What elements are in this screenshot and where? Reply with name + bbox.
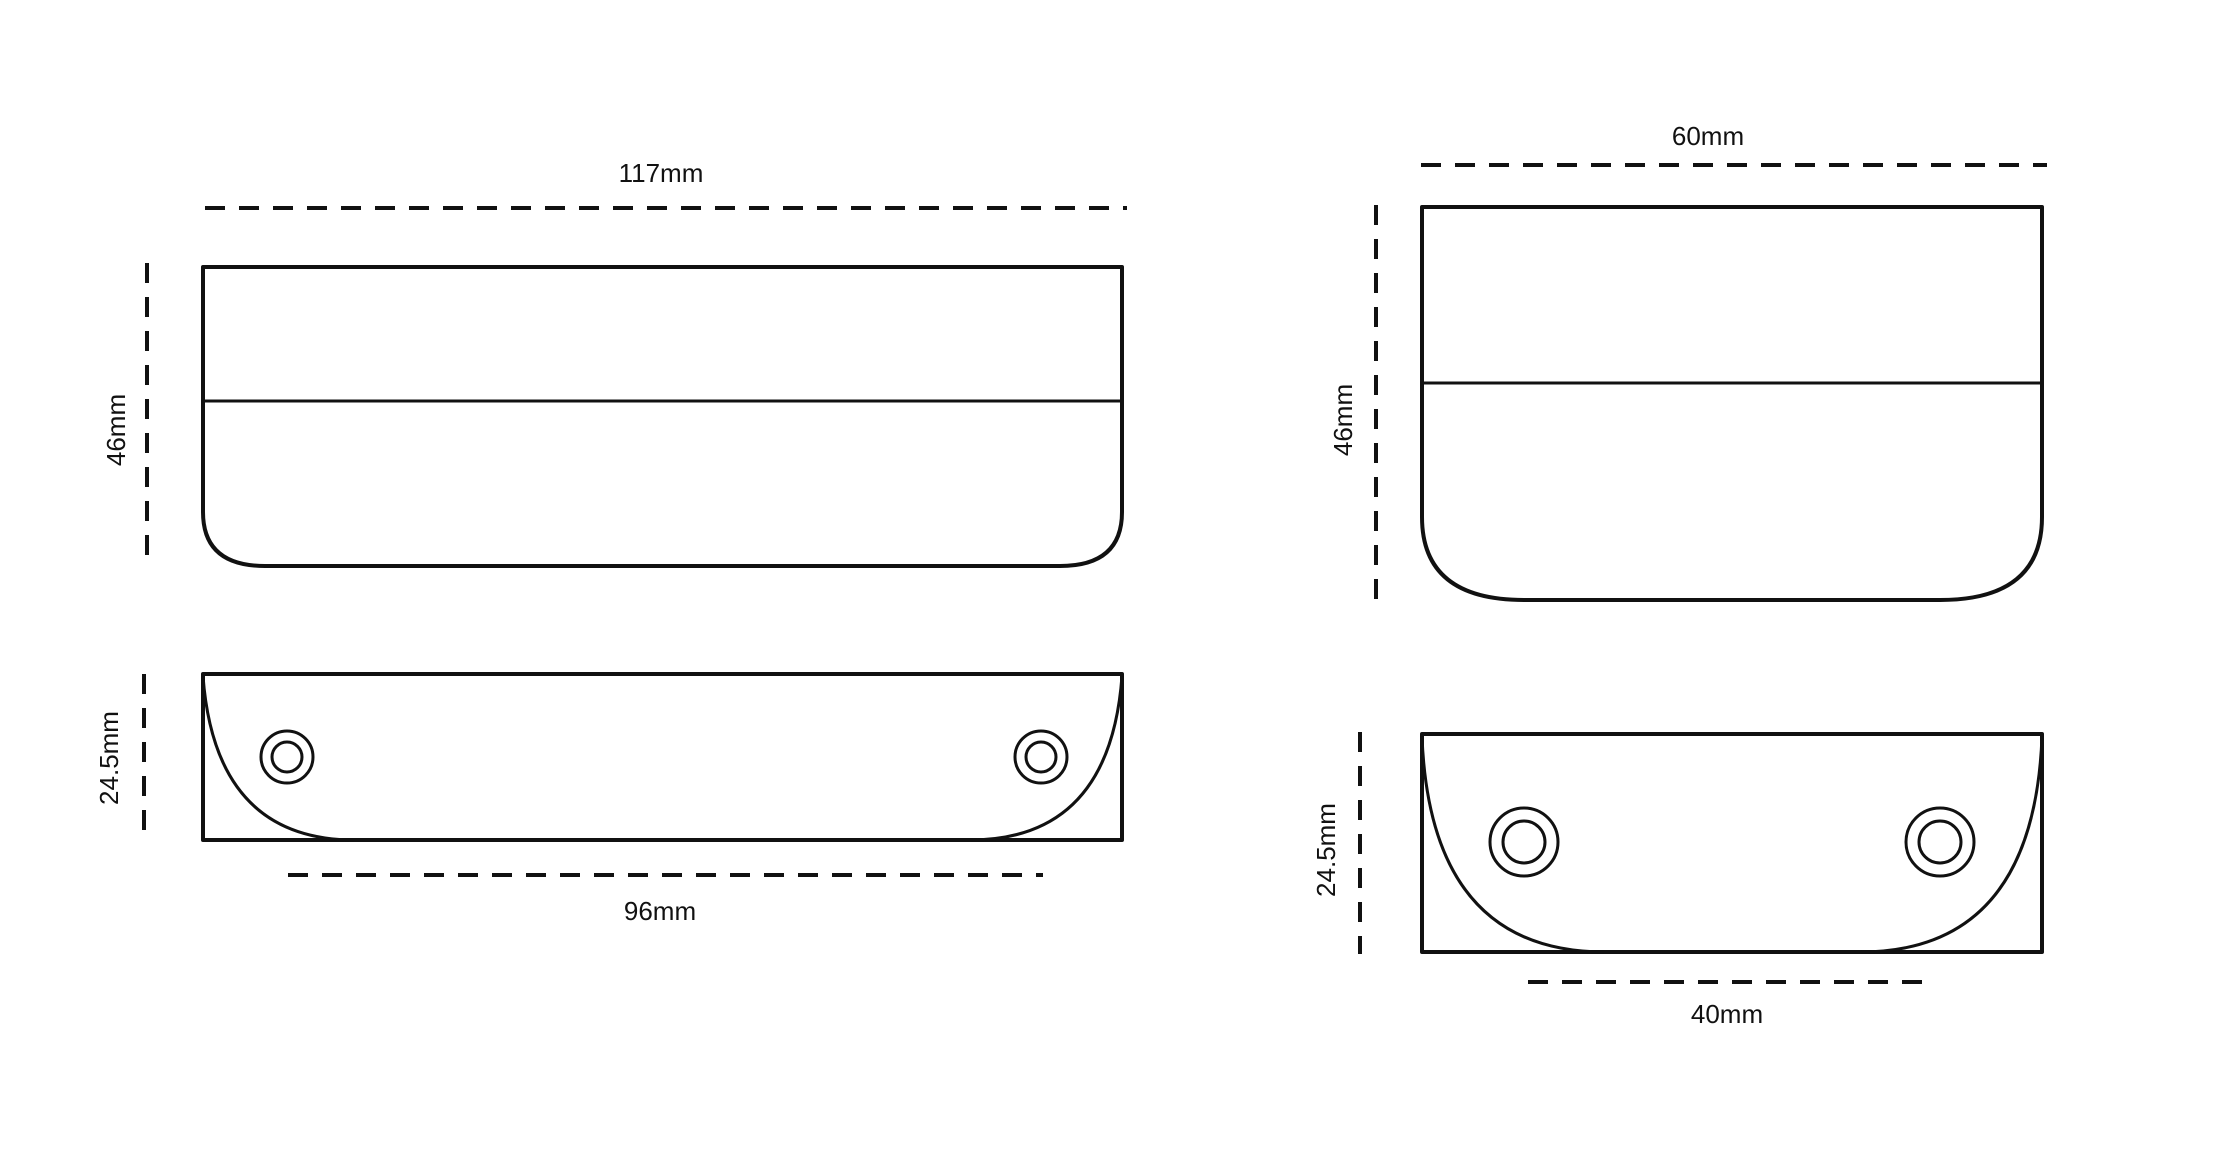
large-right-screw-hole-icon	[1013, 729, 1069, 785]
small-height-label: 46mm	[1328, 384, 1358, 456]
small-right-screw-hole-icon	[1904, 806, 1976, 878]
large-handle-group: 117mm 46mm 24.5mm 96mm	[94, 158, 1127, 926]
large-height-label: 46mm	[101, 394, 131, 466]
small-handle-group: 60mm 46mm 24.5mm 40mm	[1311, 121, 2047, 1029]
small-left-screw-hole-inner-icon	[1501, 819, 1547, 865]
large-top-view-left-curve	[201, 675, 356, 842]
large-left-screw-hole-inner-icon	[270, 740, 304, 774]
small-depth-label: 24.5mm	[1311, 803, 1341, 897]
large-hole-spacing-label: 96mm	[624, 896, 696, 926]
large-width-label: 117mm	[619, 158, 704, 188]
small-top-view-left-curve	[1420, 735, 1606, 954]
small-width-label: 60mm	[1672, 121, 1744, 151]
large-top-view-right-curve	[969, 675, 1124, 842]
small-top-view	[1420, 732, 2044, 954]
small-left-screw-hole-icon	[1488, 806, 1560, 878]
large-top-view	[201, 672, 1124, 842]
small-right-screw-hole-inner-icon	[1917, 819, 1963, 865]
small-hole-spacing-label: 40mm	[1691, 999, 1763, 1029]
small-top-view-right-curve	[1859, 735, 2044, 954]
large-depth-label: 24.5mm	[94, 711, 124, 805]
large-left-screw-hole-icon	[259, 729, 315, 785]
large-front-view	[201, 265, 1124, 568]
small-front-view	[1420, 205, 2044, 602]
large-right-screw-hole-inner-icon	[1024, 740, 1058, 774]
